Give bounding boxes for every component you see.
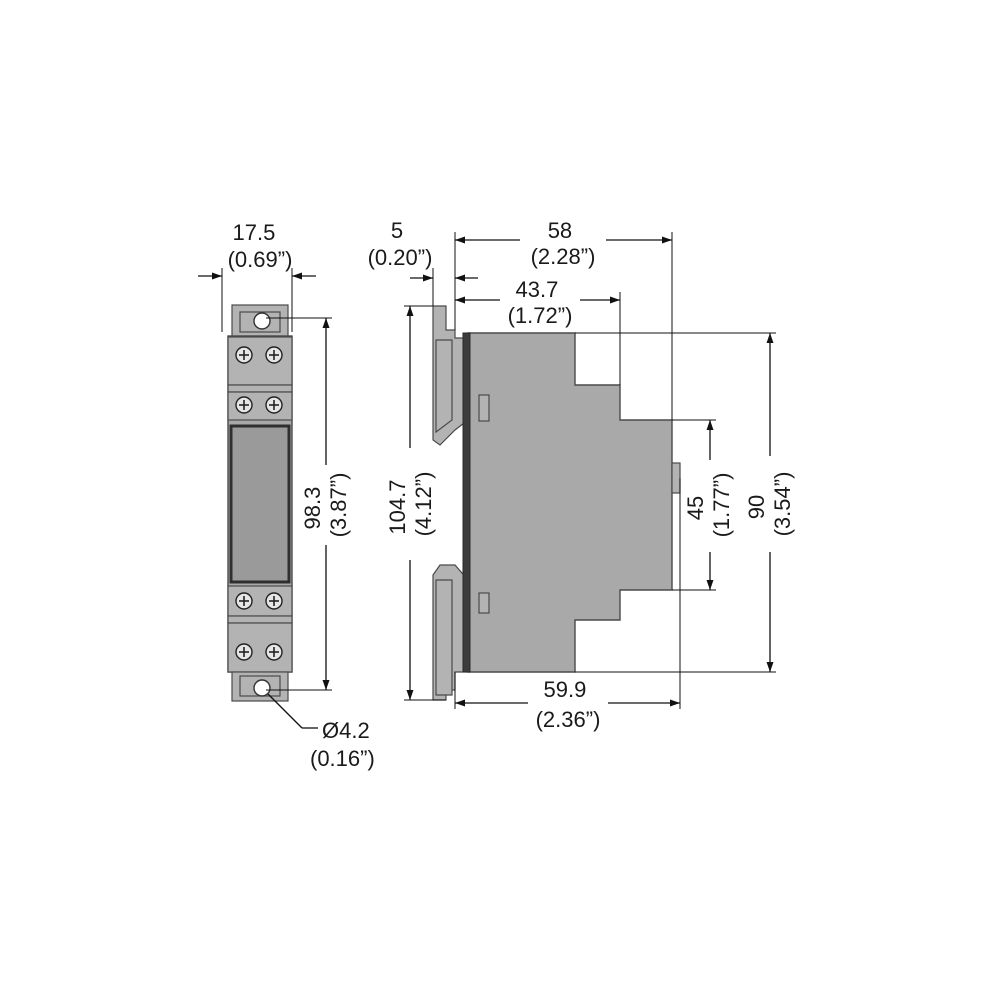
- front-view: [227, 304, 293, 702]
- front-height-dimension-side: 45 (1.77”): [672, 419, 734, 591]
- screw-terminal-icon: [235, 346, 253, 364]
- svg-text:98.3 (3.87”): 98.3 (3.87”): [300, 473, 351, 538]
- bottom-mounting-hole: [253, 679, 271, 697]
- svg-text:43.7 (1.72”): 43.7 (1.72”): [508, 277, 573, 328]
- upper-terminal-block: [227, 336, 293, 386]
- hole-diameter-callout: Ø4.2 (0.16”): [267, 693, 376, 771]
- clip-thickness-value: 5: [391, 218, 403, 243]
- front-width-dimension: 17.5 (0.69”): [198, 220, 316, 332]
- overall-depth-dimension: 59.9 (2.36”): [454, 478, 681, 732]
- svg-text:90 (3.54”): 90 (3.54”): [744, 472, 795, 537]
- overall-depth-value: 59.9: [544, 677, 587, 702]
- overall-height-value: 104.7: [385, 480, 410, 535]
- side-body-profile: [467, 332, 673, 673]
- upper-slot: [478, 394, 490, 422]
- depth-inches: (2.28”): [531, 244, 596, 269]
- body-height-value: 90: [744, 495, 769, 519]
- clip-thickness-dimension: 5 (0.20”): [368, 218, 478, 330]
- front-knob: [671, 462, 681, 494]
- screw-terminal-icon: [265, 396, 283, 414]
- upper-terminal-separator: [227, 384, 293, 393]
- hole-diameter-value: Ø4.2: [322, 718, 370, 743]
- overall-depth-inches: (2.36”): [536, 707, 601, 732]
- overall-height-dimension: 104.7 (4.12”): [385, 305, 446, 701]
- svg-text:5 (0.20”): 5 (0.20”): [368, 218, 433, 270]
- front-height-dimension: 98.3 (3.87”): [266, 317, 351, 691]
- body-height-inches: (3.54”): [770, 472, 795, 537]
- screw-terminal-icon: [235, 643, 253, 661]
- front-window: [229, 424, 291, 584]
- svg-text:17.5 (0.69”): 17.5 (0.69”): [228, 220, 293, 272]
- step-depth-dimension: 43.7 (1.72”): [455, 277, 621, 385]
- step-depth-inches: (1.72”): [508, 303, 573, 328]
- side-view: [432, 305, 681, 701]
- svg-text:58 (2.28”): 58 (2.28”): [531, 218, 596, 269]
- front-width-value: 17.5: [233, 220, 276, 245]
- lower-slot: [478, 592, 490, 614]
- front-height-inches: (3.87”): [326, 473, 351, 538]
- front-width-inches: (0.69”): [228, 247, 293, 272]
- depth-dimension: 58 (2.28”): [455, 218, 673, 420]
- screw-terminal-icon: [265, 643, 283, 661]
- front-height-side-value: 45: [683, 496, 708, 520]
- lower-terminal-separator: [227, 615, 293, 624]
- screw-terminal-icon: [265, 592, 283, 610]
- din-rail: [462, 332, 471, 673]
- body-height-dimension: 90 (3.54”): [575, 332, 795, 673]
- screw-terminal-icon: [235, 396, 253, 414]
- svg-text:45 (1.77”): 45 (1.77”): [683, 473, 734, 538]
- overall-height-inches: (4.12”): [411, 472, 436, 537]
- front-height-value: 98.3: [300, 487, 325, 530]
- svg-text:Ø4.2 (0.16”): Ø4.2 (0.16”): [310, 718, 376, 771]
- screw-terminal-icon: [265, 346, 283, 364]
- front-height-side-inches: (1.77”): [709, 473, 734, 538]
- hole-diameter-inches: (0.16”): [310, 746, 375, 771]
- clip-thickness-inches: (0.20”): [368, 245, 433, 270]
- top-mounting-hole: [253, 312, 271, 330]
- screw-terminal-icon: [235, 592, 253, 610]
- din-clip-top-inner: [435, 339, 453, 434]
- svg-text:59.9 (2.36”): 59.9 (2.36”): [536, 677, 601, 732]
- step-depth-value: 43.7: [516, 277, 559, 302]
- depth-value: 58: [548, 218, 572, 243]
- din-clip-bottom-inner: [435, 579, 453, 696]
- svg-text:104.7 (4.12”): 104.7 (4.12”): [385, 472, 436, 537]
